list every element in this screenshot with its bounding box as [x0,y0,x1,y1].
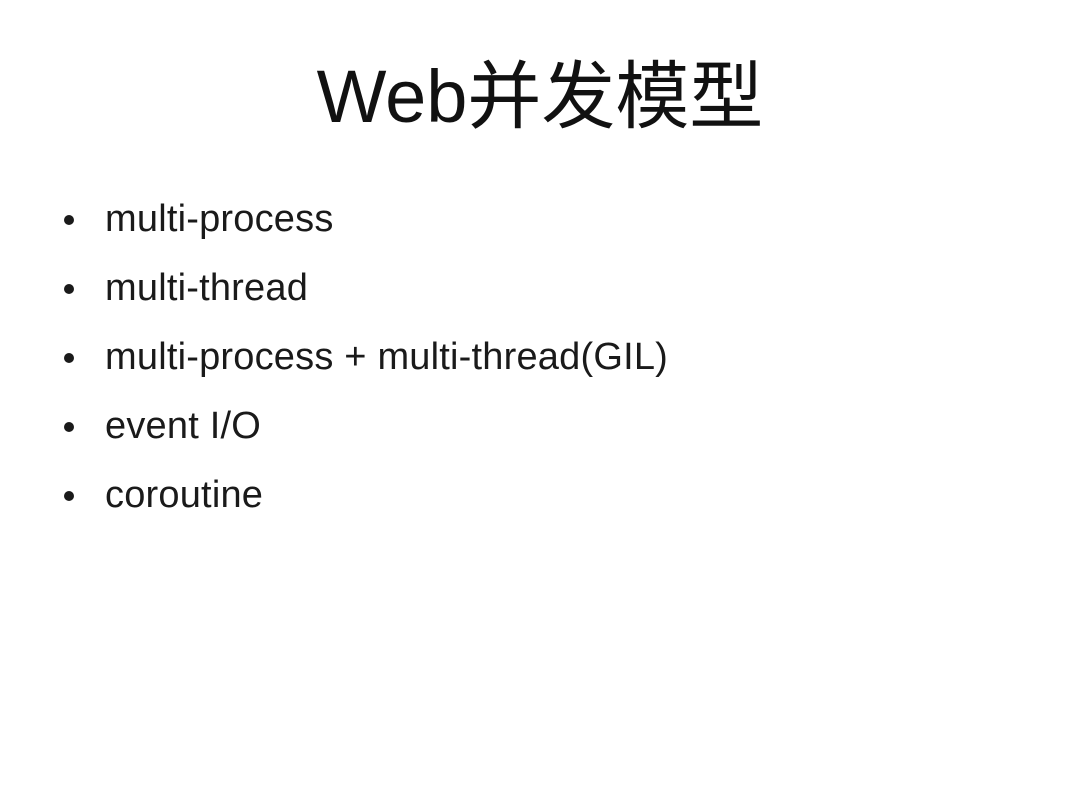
list-item: coroutine [64,476,1040,514]
bullet-text: multi-process + multi-thread(GIL) [105,336,669,378]
bullet-text: event I/O [105,405,261,447]
bullet-text: multi-process [105,198,334,240]
list-item: multi-process [64,200,1040,238]
bullet-icon [64,284,74,294]
title-cjk: 并发模型 [467,57,764,139]
bullet-icon [64,491,74,501]
bullet-icon [64,422,74,432]
bullet-text: multi-thread [105,267,309,309]
bullet-icon [64,215,74,225]
bullet-icon [64,353,74,363]
bullet-list: multi-process multi-thread multi-process… [64,200,1040,545]
list-item: event I/O [64,407,1040,445]
title-latin: Web [316,55,468,138]
page-title: Web并发模型 [0,0,1080,139]
bullet-text: coroutine [105,474,264,516]
list-item: multi-process + multi-thread(GIL) [64,338,1040,376]
list-item: multi-thread [64,269,1040,307]
